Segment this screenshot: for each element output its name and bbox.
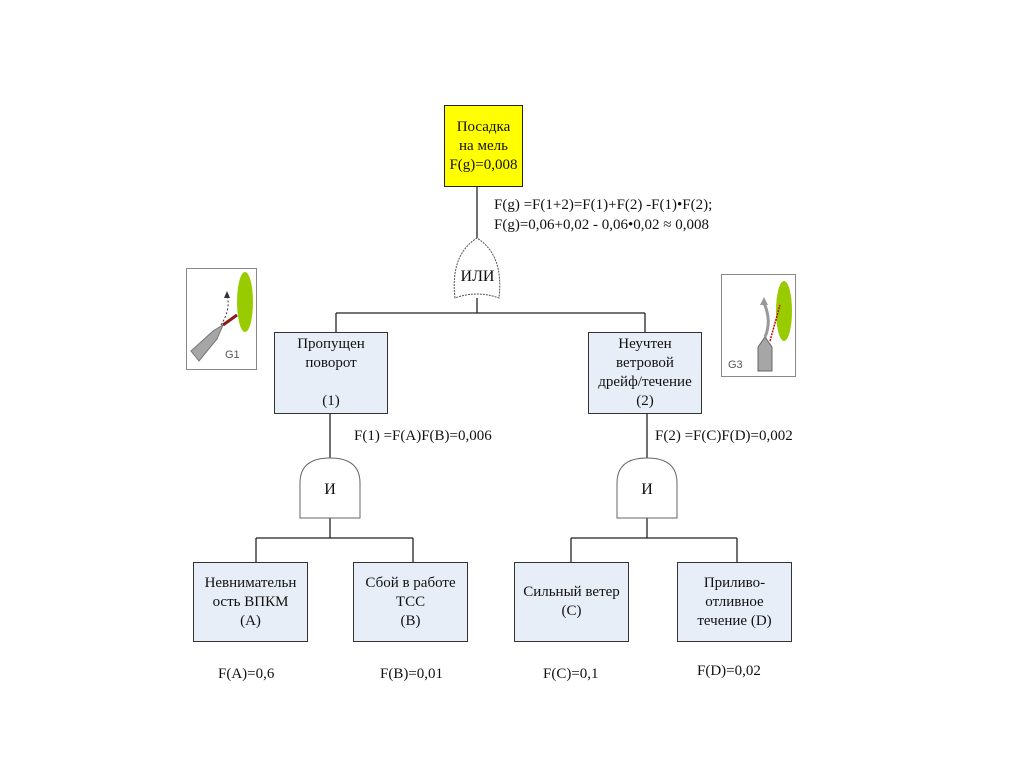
thumbnail-g1-label: G1 xyxy=(225,349,240,361)
probability-c: F(C)=0,1 xyxy=(543,666,599,682)
event-line: дрейф/течение xyxy=(598,374,692,390)
top-event-probability: F(g)=0,008 xyxy=(449,156,518,173)
top-event-line: на мель xyxy=(459,137,508,154)
event-id: (B) xyxy=(400,612,421,629)
formula-event-2: F(2) =F(C)F(D)=0,002 xyxy=(655,428,793,444)
or-gate-label: ИЛИ xyxy=(460,268,495,285)
top-event-line: Посадка xyxy=(456,118,511,135)
event-line: ТСС xyxy=(395,593,426,610)
formula-event-1: F(1) =F(A)F(B)=0,006 xyxy=(354,428,492,444)
event-line: Сильный ветер xyxy=(523,584,620,600)
basic-event-b: Сбой в работе ТСС (B) xyxy=(353,562,468,642)
event-line: Неучтен xyxy=(618,336,672,352)
ship-turn-icon xyxy=(190,272,253,362)
thumbnail-g1: G1 xyxy=(186,268,257,370)
thumbnail-g3-label: G3 xyxy=(728,359,743,371)
basic-event-a: Невнимательн ость ВПКМ (A) xyxy=(193,562,308,642)
event-line: Пропущен xyxy=(297,336,365,352)
and-gate-1-label: И xyxy=(324,481,336,498)
probability-a: F(A)=0,6 xyxy=(218,666,275,682)
event-id: (C) xyxy=(561,603,582,619)
event-id: (2) xyxy=(636,393,654,409)
top-event-box: Посадка на мель F(g)=0,008 xyxy=(444,105,523,187)
and-gate-2-shape xyxy=(616,457,678,519)
or-gate-shape xyxy=(453,237,501,299)
event-line: Приливо- xyxy=(703,574,766,591)
top-formula-line-1: F(g) =F(1+2)=F(1)+F(2) -F(1)•F(2); xyxy=(494,197,713,213)
event-line: ость ВПКМ xyxy=(212,593,289,610)
thumbnail-g3: G3 xyxy=(721,274,796,377)
event-id: (1) xyxy=(322,393,340,409)
event-id: (A) xyxy=(240,612,261,629)
probability-b: F(B)=0,01 xyxy=(380,666,444,682)
and-gate-2-label: И xyxy=(641,481,653,498)
event-id: течение (D) xyxy=(697,612,772,629)
event-line: отливное xyxy=(705,593,764,610)
and-gate-1-shape xyxy=(299,457,361,519)
event-line: Невнимательн xyxy=(204,574,297,591)
ship-drift-icon xyxy=(757,281,792,372)
probability-d: F(D)=0,02 xyxy=(697,663,761,679)
intermediate-event-1: Пропущен поворот (1) xyxy=(274,332,388,414)
basic-event-c: Сильный ветер (C) xyxy=(514,562,629,642)
event-line: Сбой в работе xyxy=(365,574,456,591)
event-line: ветровой xyxy=(616,355,674,371)
intermediate-event-2: Неучтен ветровой дрейф/течение (2) xyxy=(588,332,702,414)
event-line: поворот xyxy=(305,355,357,371)
top-formula-line-2: F(g)=0,06+0,02 - 0,06•0,02 ≈ 0,008 xyxy=(494,217,709,233)
basic-event-d: Приливо- отливное течение (D) xyxy=(677,562,792,642)
